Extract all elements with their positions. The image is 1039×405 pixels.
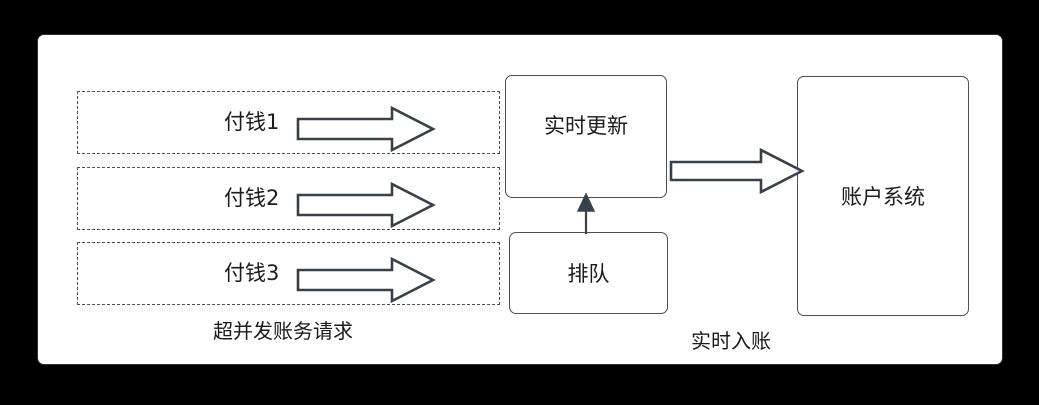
box-account-system-label: 账户系统 — [841, 185, 925, 209]
box-queue[interactable]: 排队 — [509, 232, 668, 314]
lane-group-2 — [77, 167, 500, 230]
lane-label-2: 付钱2 — [224, 186, 280, 210]
connector-update-to-account — [669, 147, 805, 195]
lane-group-1 — [77, 91, 500, 154]
box-realtime-update-label: 实时更新 — [544, 113, 628, 138]
caption-right: 实时入账 — [691, 329, 771, 353]
lane-label-1: 付钱1 — [224, 110, 280, 134]
lane-group-3 — [77, 242, 500, 305]
diagram-panel: 付钱1 付钱2 付钱3 实时更新 排队 — [37, 34, 1003, 365]
box-account-system[interactable]: 账户系统 — [797, 76, 969, 316]
lane-label-3: 付钱3 — [224, 261, 280, 285]
connector-queue-to-update — [575, 192, 599, 235]
block-arrow-right-3 — [296, 256, 436, 304]
box-realtime-update[interactable]: 实时更新 — [505, 75, 667, 198]
box-queue-label: 排队 — [567, 262, 610, 286]
caption-left: 超并发账务请求 — [213, 319, 353, 343]
block-arrow-right-2 — [296, 181, 436, 229]
block-arrow-right-1 — [296, 105, 436, 153]
